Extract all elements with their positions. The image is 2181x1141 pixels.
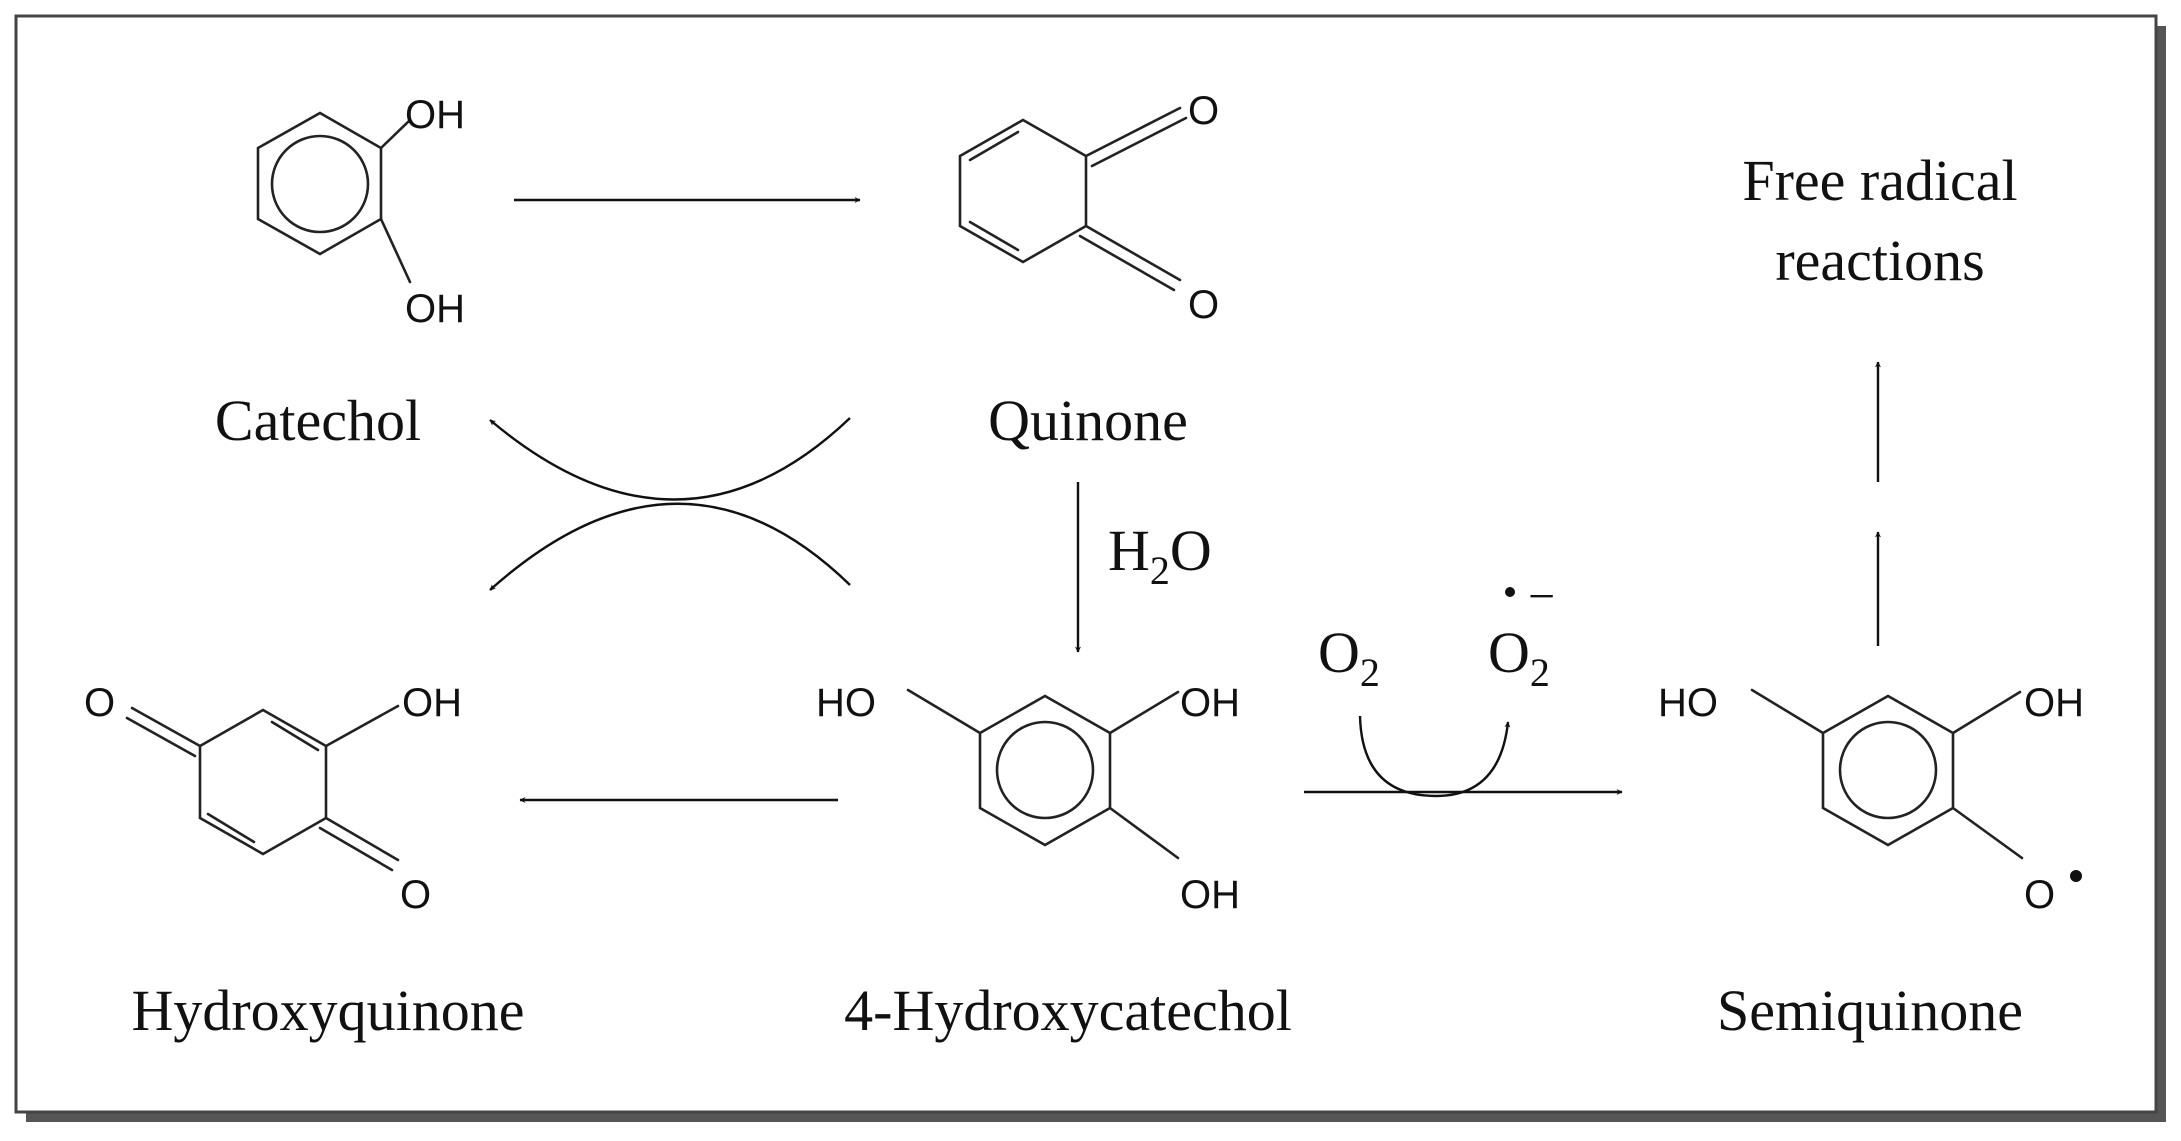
- semiquinone-structure: HO OH O: [1658, 681, 2084, 917]
- catechol-label: Catechol: [215, 388, 421, 453]
- water-h: H: [1108, 518, 1150, 583]
- semiquinone-o-radical: O: [2024, 873, 2055, 917]
- oxygen-label: O2: [1318, 620, 1380, 695]
- superoxide-subscript: 2: [1530, 650, 1550, 695]
- oxygen-subscript: 2: [1360, 650, 1380, 695]
- catechol-oh-top: OH: [405, 93, 465, 137]
- water-label: H2O: [1108, 518, 1212, 593]
- superoxide-charge: −: [1528, 570, 1555, 623]
- free-radical-label-line2: reactions: [1775, 228, 1984, 293]
- hydroxyquinone-structure: O OH O: [84, 681, 462, 917]
- hydroxycatechol-label: 4-Hydroxycatechol: [844, 978, 1292, 1043]
- hydroxyquinone-oh: OH: [402, 681, 462, 725]
- semiquinone-radical-dot: [2070, 870, 2082, 882]
- hydroxyquinone-o-bottom: O: [400, 873, 431, 917]
- hydroxycatechol-structure: HO OH OH: [816, 681, 1240, 917]
- hydroxycatechol-oh-bottom: OH: [1180, 873, 1240, 917]
- quinone-label: Quinone: [988, 388, 1188, 453]
- hydroxyquinone-o-left: O: [84, 681, 115, 725]
- redox-arrow-to-hydroxyquinone: [489, 502, 851, 591]
- semiquinone-ho: HO: [1658, 681, 1718, 725]
- superoxide-label: O2: [1488, 620, 1550, 695]
- water-subscript: 2: [1150, 548, 1170, 593]
- semiquinone-label: Semiquinone: [1717, 978, 2023, 1043]
- catechol-oh-bottom: OH: [405, 287, 465, 331]
- quinone-structure: O O: [958, 89, 1219, 327]
- quinone-o-top: O: [1188, 89, 1219, 133]
- free-radical-label-line1: Free radical: [1742, 148, 2017, 213]
- hydroxycatechol-oh-top: OH: [1180, 681, 1240, 725]
- semiquinone-oh: OH: [2024, 681, 2084, 725]
- catechol-structure: OH OH: [256, 93, 465, 331]
- water-o: O: [1170, 518, 1212, 583]
- hydroxycatechol-ho: HO: [816, 681, 876, 725]
- quinone-o-bottom: O: [1188, 283, 1219, 327]
- oxygen-o: O: [1318, 620, 1360, 685]
- oxygen-reduction-curve: [1358, 715, 1511, 798]
- hydroxyquinone-label: Hydroxyquinone: [131, 978, 524, 1043]
- superoxide-radical-dot: [1505, 587, 1515, 597]
- redox-arrow-to-catechol: [489, 417, 851, 501]
- superoxide-o: O: [1488, 620, 1530, 685]
